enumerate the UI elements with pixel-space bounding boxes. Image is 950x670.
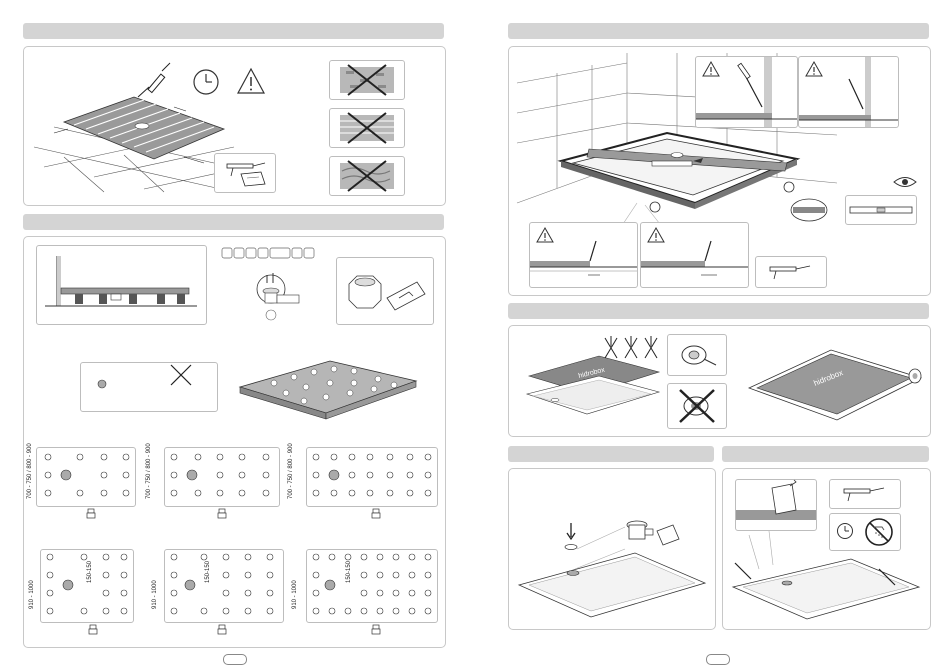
side-view-box xyxy=(36,245,207,325)
wrong-support-example-3 xyxy=(329,156,405,196)
corner-seal-detail xyxy=(799,57,898,127)
corner-silicone-detail xyxy=(735,479,817,531)
drain-spacing-label-3: 150-150 xyxy=(346,561,352,583)
feet-grid-dots-2 xyxy=(164,447,278,505)
clock-icon xyxy=(191,67,221,97)
section-header-bar-2 xyxy=(23,214,444,230)
adhesive-kit-box xyxy=(214,153,276,193)
foot-icon xyxy=(86,509,96,519)
silicone-gun-box-2 xyxy=(829,479,901,509)
step-indicators xyxy=(222,248,322,260)
grid-height-label-3: 700 - 750 / 800 - 900 xyxy=(288,443,294,499)
sealing-detail-corner-1 xyxy=(695,56,798,128)
surface-preparation-panel xyxy=(23,46,446,206)
tray-side-view xyxy=(37,246,206,324)
warning-icon xyxy=(236,67,266,95)
silicone-gun-icon xyxy=(840,485,890,505)
section-header-bar-1 xyxy=(23,23,444,39)
foot-icon xyxy=(371,625,381,635)
nut-and-instructions-box xyxy=(336,257,434,325)
grid-height-label-2: 700 - 750 / 800 - 900 xyxy=(146,443,152,499)
silicone-gun-icon xyxy=(766,263,816,283)
spirit-level-box xyxy=(845,195,917,225)
foot-icon xyxy=(217,509,227,519)
feet-grid-dots-5 xyxy=(164,549,282,621)
silicone-gun-box xyxy=(755,256,827,288)
feet-grid-dots-6 xyxy=(306,549,436,621)
wrong-support-example-2 xyxy=(329,108,405,148)
section-header-bar-5 xyxy=(508,446,714,462)
sealing-detail-floor-2 xyxy=(640,222,749,288)
tray-top-view-drawing xyxy=(81,363,217,411)
section-header-bar-6 xyxy=(722,446,929,462)
silicone-finish-panel xyxy=(722,468,931,630)
support-feet-panel: 700 - 750 / 800 - 900 700 - 750 / 800 - … xyxy=(23,236,446,648)
grid-height-label-5: 910 - 1000 xyxy=(152,580,158,609)
corner-silicone-drawing xyxy=(736,480,816,530)
nut-icon xyxy=(343,264,427,318)
drain-kit-icon xyxy=(621,517,681,551)
tray-silicone-illustration xyxy=(729,529,925,623)
eye-icon xyxy=(892,175,918,189)
page-number-left xyxy=(223,654,247,665)
page-number-right xyxy=(706,654,730,665)
cross-icon xyxy=(668,384,726,428)
foot-icon xyxy=(217,625,227,635)
level-zoom-circle xyxy=(789,197,829,223)
no-knife-icons xyxy=(601,334,661,362)
tray-drain-illustration xyxy=(515,509,711,619)
cross-icon xyxy=(330,61,404,99)
feet-grid-dots-3 xyxy=(306,447,436,505)
spirit-level-icon xyxy=(850,204,912,216)
tray-with-film-illustration: hidrobox xyxy=(745,340,925,424)
grid-height-label-6: 910 - 1000 xyxy=(292,580,298,609)
tape-roll-icon xyxy=(676,341,718,369)
feet-grid-dots-1 xyxy=(36,447,134,505)
tape-roll-box xyxy=(667,334,727,376)
wrong-support-example-1 xyxy=(329,60,405,100)
drain-siphon-icon xyxy=(249,267,309,327)
silicone-gun-icon xyxy=(221,158,269,188)
cross-icon xyxy=(330,157,404,195)
tray-top-view xyxy=(80,362,218,412)
drain-spacing-label-2: 150-150 xyxy=(205,561,211,583)
foot-icon xyxy=(371,509,381,519)
no-solvent-box xyxy=(667,383,727,429)
cross-icon xyxy=(330,109,404,147)
sealing-levelling-panel xyxy=(508,46,931,296)
section-header-bar-4 xyxy=(508,303,929,319)
drain-spacing-label-1: 150-150 xyxy=(87,561,93,583)
floor-seal-detail xyxy=(530,223,637,287)
feet-grid-dots-4 xyxy=(40,549,132,621)
sealing-detail-corner-2 xyxy=(798,56,899,128)
grid-height-label-1: 700 - 750 / 800 - 900 xyxy=(27,443,33,499)
section-header-bar-3 xyxy=(508,23,929,39)
foot-icon xyxy=(88,625,98,635)
grid-height-label-4: 910 - 1000 xyxy=(29,580,35,609)
floor-seal-detail xyxy=(641,223,748,287)
corner-seal-detail xyxy=(696,57,797,127)
sealing-detail-floor-1 xyxy=(529,222,638,288)
tray-base-perspective xyxy=(234,355,424,425)
protective-film-panel: hidrobox hidrobox xyxy=(508,325,931,437)
drain-fitting-panel xyxy=(508,468,716,630)
